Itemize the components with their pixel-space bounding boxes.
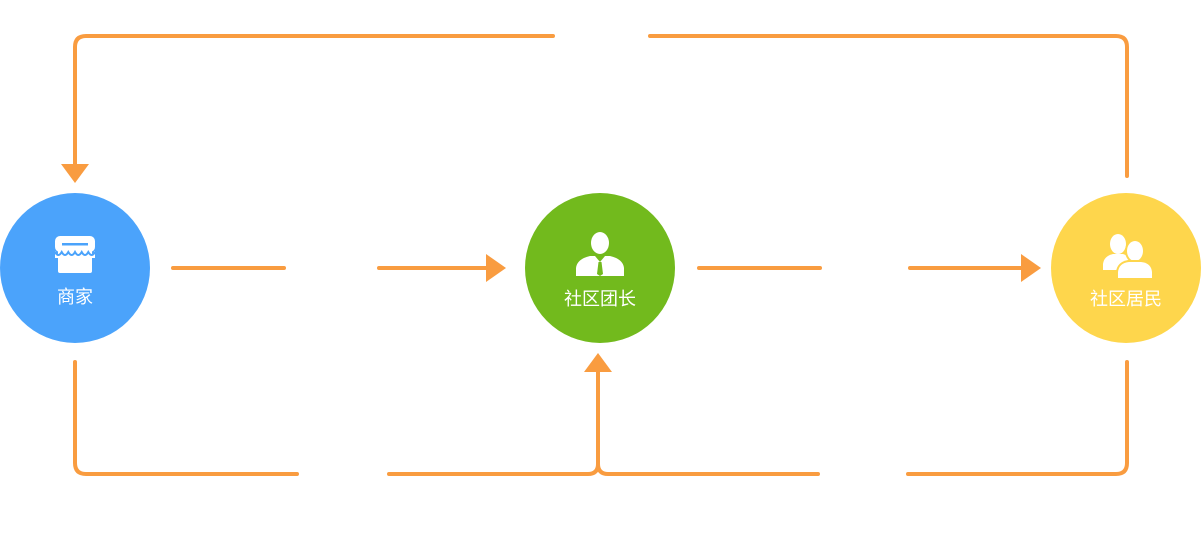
arrow-right-icon <box>486 254 506 282</box>
connector-line <box>73 360 299 476</box>
arrow-up-icon <box>584 353 612 372</box>
node-label: 社区居民 <box>1090 289 1162 310</box>
arrow-right-icon <box>1021 254 1041 282</box>
connector-line <box>387 370 600 476</box>
node-label: 社区团长 <box>564 289 636 310</box>
node-label: 商家 <box>57 287 93 308</box>
connector-line <box>648 34 1129 178</box>
arrow-down-icon <box>61 164 89 183</box>
connector-line <box>906 360 1129 476</box>
connector-line <box>73 34 555 167</box>
store-icon <box>54 236 96 273</box>
edge-merchant-to-leader <box>171 254 506 282</box>
group-icon <box>1103 234 1154 280</box>
edge-bottom-loop <box>73 353 1129 476</box>
person-icon <box>576 232 624 276</box>
connector-line <box>596 462 820 476</box>
node-residents: 社区居民 <box>1051 193 1201 343</box>
node-leader: 社区团长 <box>525 193 675 343</box>
edge-leader-to-residents <box>697 254 1041 282</box>
edge-residents-to-merchant <box>61 34 1129 183</box>
node-merchant: 商家 <box>0 193 150 343</box>
